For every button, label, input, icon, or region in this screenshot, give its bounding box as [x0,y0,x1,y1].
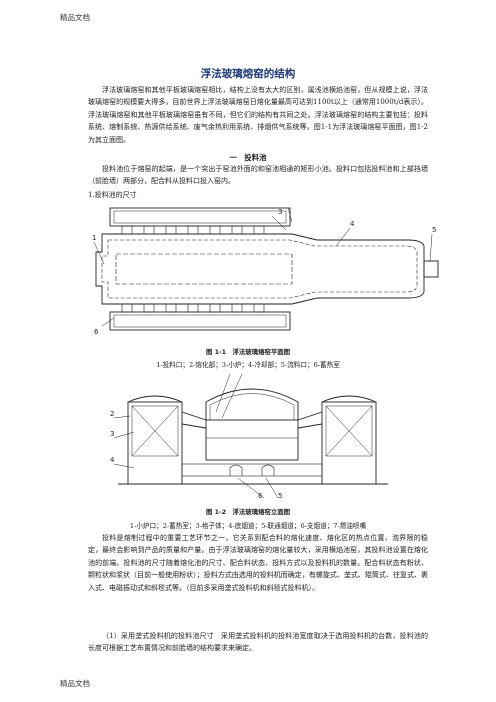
section-heading-feeding-pool: 一 投料池 [229,153,267,162]
callout-2: 2 [290,206,294,208]
callout-3: 3 [110,430,114,438]
callout-1: 1 [92,234,96,242]
regenerator-bottom [109,311,291,331]
furnace-outline [95,233,425,305]
callout-6: 6 [258,492,263,500]
feeding-process-paragraph: 投料是熔制过程中的重要工艺环节之一，它关系到配合料的熔化速度、熔化区的热点位置、… [88,534,428,592]
ports-bottom [121,303,265,313]
feeder-size-paragraph: （1）采用垄式投料机的投料池尺寸 采用垄式投料机的投料池宽度取决于选用投料机的台… [88,632,428,653]
page-footer: 精品文档 [60,679,90,688]
callout-5: 5 [278,492,282,500]
regenerator-right [321,401,377,485]
callout-7: 7 [240,372,244,374]
outlet [423,260,439,278]
callout-5: 5 [432,226,436,234]
furnace-body [205,419,299,461]
subsection-heading-size: 1.投料池的尺寸 [88,191,137,199]
feeding-pool-paragraph: 投料池位于熔窑的起端，是一个突出于窑池外面的和窑池相通的矩形小池。投料口包括投料… [88,165,428,186]
callout-4: 4 [110,456,115,464]
page-header: 精品文档 [60,13,90,22]
page-title: 浮法玻璃熔窑的结构 [200,68,296,80]
intro-paragraph: 浮法玻璃熔窑和其他平板玻璃熔窑相比，结构上没有太大的区别，属浅池横焰池窑，但从规… [88,86,428,144]
callout-2: 2 [110,410,114,418]
regenerator-left [127,401,183,485]
furnace-elevation-diagram: 1 7 2 3 4 5 6 [110,372,388,500]
callout-6: 6 [94,328,99,336]
ports-top [121,225,265,235]
fig2-title: 图 1-2 浮法玻璃熔窑立面图 [205,508,291,516]
callout-1: 1 [226,372,230,374]
fig2-caption: 1-小炉口；2-蓄热室；3-格子体；4-底烟道；5-联通烟道；6-支烟道；7-燃… [129,522,367,530]
fig1-caption: 1-投料口；2-熔化部；3-小炉；4-冷却部；5-流料口；6-蓄热室 [156,361,340,369]
fig1-title: 图 1-1 浮法玻璃熔窑平面图 [205,348,291,356]
callout-4: 4 [350,220,355,228]
bottom-flue [181,463,323,477]
furnace-plan-diagram: 1 2 3 4 5 6 [92,206,439,336]
regenerator-top [109,207,291,227]
furnace-crown [205,388,299,420]
callout-3: 3 [278,208,282,216]
